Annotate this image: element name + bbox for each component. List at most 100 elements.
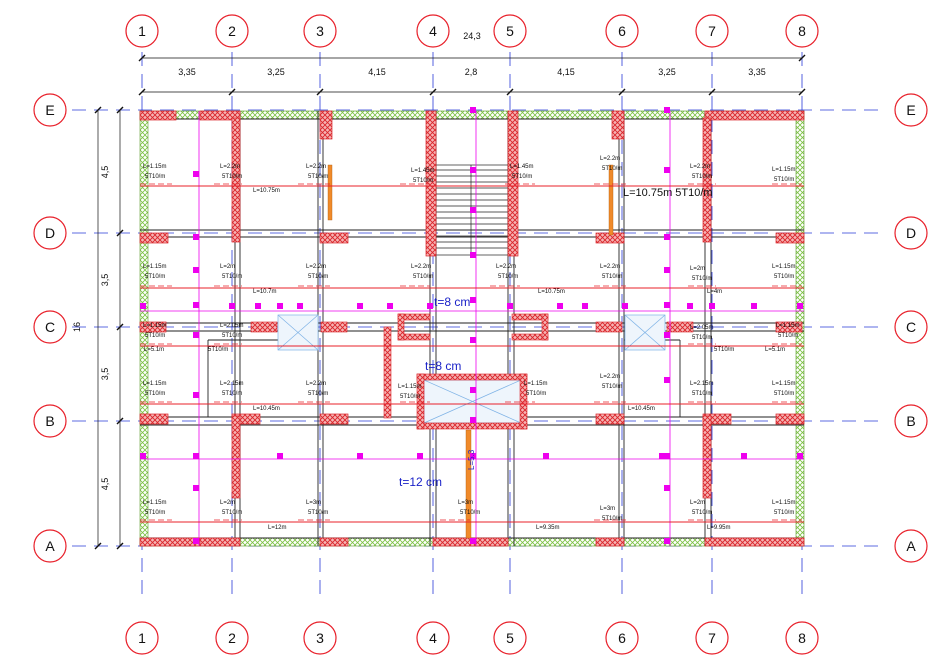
rebar-length: L=3m (600, 506, 615, 512)
rebar-length: L=2m (690, 500, 705, 506)
rebar-length: L=1.15m (776, 323, 800, 329)
rebar-spacing: 5T10/m (308, 510, 328, 516)
span-label: 2,8 (465, 67, 478, 77)
strip-marker (470, 207, 476, 213)
strip-marker (664, 234, 670, 240)
strip-marker (193, 538, 199, 544)
span-label: 4,15 (368, 67, 386, 77)
span-label: 3,35 (178, 67, 196, 77)
strip-marker (664, 167, 670, 173)
strip-marker (664, 538, 670, 544)
rebar-spacing: 5T10/m (526, 391, 546, 397)
axis-bubble-label: A (45, 538, 55, 554)
rebar-length: L=1.15m (143, 381, 167, 387)
span-label: 3,25 (658, 67, 676, 77)
strip-marker (193, 392, 199, 398)
column (139, 321, 167, 333)
rebar-length: L=1.15m (772, 264, 796, 270)
rebar-lines (140, 185, 804, 523)
strip-marker (193, 302, 199, 308)
dimension-labels: 24,3 3,35 3,25 4,15 2,8 4,15 3,25 3,35 1… (72, 31, 766, 490)
rebar-spacing: 5T10/m (308, 391, 328, 397)
strip-marker (193, 267, 199, 273)
rebar-spacing: 5T10/m (145, 333, 165, 339)
strip-marker (193, 234, 199, 240)
rebar-spacing: 5T10/m (145, 274, 165, 280)
strip-marker (664, 377, 670, 383)
axis-bubble-8: 8 (785, 14, 819, 48)
column (595, 413, 625, 425)
axis-bubble-label: 4 (429, 23, 437, 39)
strip-marker (470, 107, 476, 113)
axis-bubble-5: 5 (493, 621, 527, 655)
column (139, 110, 177, 121)
rebar-spacing: 5T10/m (400, 394, 420, 400)
strip-marker (664, 302, 670, 308)
column (507, 110, 519, 257)
axis-bubble-C: C (894, 310, 928, 344)
rebar-length: L=1.15m (143, 264, 167, 270)
column (231, 415, 241, 499)
strip-marker (357, 453, 363, 459)
axis-bubble-C: C (33, 310, 67, 344)
axis-bubble-label: 5 (506, 23, 514, 39)
total-width-label: 24,3 (463, 31, 481, 41)
rebar-length-label: L=9.35m (536, 525, 560, 531)
column (231, 117, 241, 243)
strip-marker (417, 453, 423, 459)
strip-marker (664, 267, 670, 273)
axis-bubble-6: 6 (605, 621, 639, 655)
rebar-spacing: 5T10/m (413, 178, 433, 184)
rebar-length: L=2.15m (220, 381, 244, 387)
column (704, 537, 805, 547)
axis-grid (72, 52, 885, 600)
rebar-spacing: 5T10/m (222, 333, 242, 339)
axis-bubble-B: B (894, 404, 928, 438)
column (775, 413, 805, 425)
rebar-spacing: 5T10/m (774, 510, 794, 516)
strip-marker (709, 303, 715, 309)
strip-marker (470, 387, 476, 393)
column (611, 110, 625, 140)
strip-marker (741, 453, 747, 459)
rebar-length: L=1.45m (411, 168, 435, 174)
rebar-spacing: 5T10/m (602, 274, 622, 280)
column (775, 321, 803, 333)
rebar-spacing-label: 5T10/m (714, 347, 734, 353)
strip-marker (193, 453, 199, 459)
axis-bubble-label: 2 (228, 630, 236, 646)
rebar-length: L=1.15m (524, 381, 548, 387)
rebar-spacing: 5T10/m (512, 174, 532, 180)
strip-marker (507, 303, 513, 309)
rebar-spacing: 5T10/m (222, 510, 242, 516)
rebar-length: L=2.15m (690, 381, 714, 387)
axis-bubble-label: 1 (138, 630, 146, 646)
rebar-spacing: 5T10/m (692, 276, 712, 282)
dimension-lines (94, 54, 806, 550)
rebar-spacing: 5T10/m (692, 174, 712, 180)
rebar-length: L=2.05m (690, 325, 714, 331)
axis-bubble-label: E (906, 102, 915, 118)
column (139, 232, 169, 244)
rebar-spacing: 5T10/m (774, 391, 794, 397)
strip-marker (687, 303, 693, 309)
strip-marker (664, 485, 670, 491)
rebar-length: L=2.2m (600, 264, 620, 270)
rebar-length: L=1.15m (143, 500, 167, 506)
rebar-spacing: 5T10/m (692, 391, 712, 397)
axis-bubble-B: B (33, 404, 67, 438)
column (199, 110, 241, 121)
axis-bubble-D: D (894, 216, 928, 250)
rebar-length: L=1.15m (398, 384, 422, 390)
strip-marker (193, 332, 199, 338)
strip-marker (664, 332, 670, 338)
strip-marker (543, 453, 549, 459)
axis-bubble-E: E (894, 93, 928, 127)
axis-bubble-label: 7 (708, 23, 716, 39)
rebar-length: L=2.2m (306, 381, 326, 387)
axis-bubble-label: 8 (798, 23, 806, 39)
strip-marker (140, 453, 146, 459)
rebar-vertical-callout: L=5.3 (467, 449, 476, 470)
rebar-length: L=2.05m (220, 323, 244, 329)
